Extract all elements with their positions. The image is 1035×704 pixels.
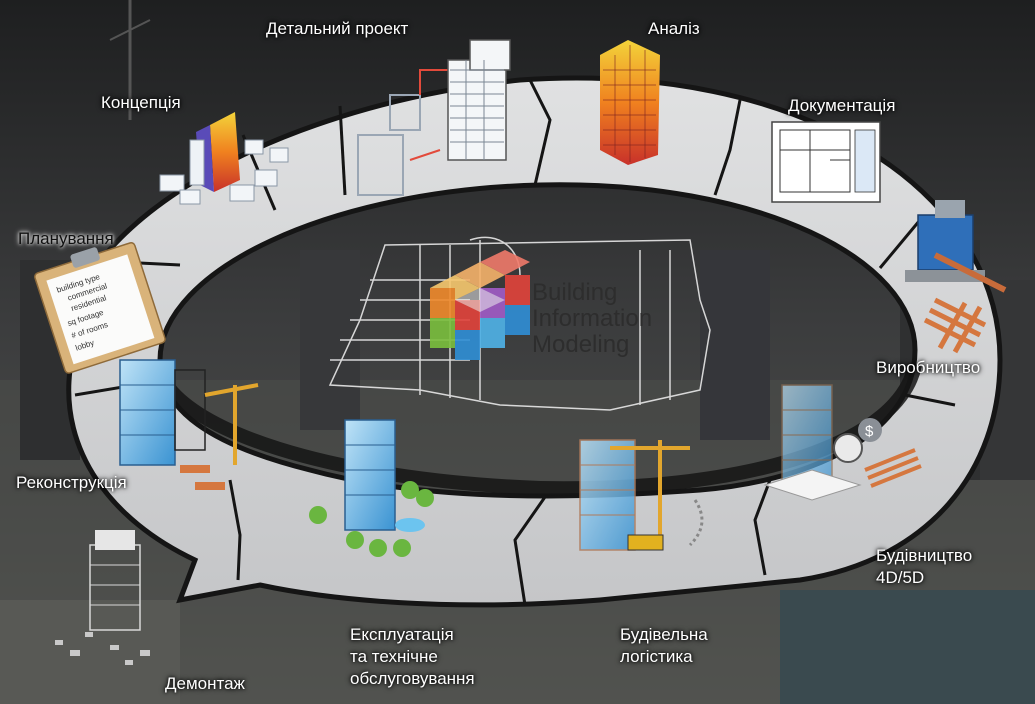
stage-label-analysis: Аналіз (648, 19, 700, 38)
planning-clipboard-icon (34, 242, 166, 374)
stage-label-planning: Планування (18, 229, 114, 248)
bim-cube-logo (430, 250, 530, 360)
center-title-line: Building (532, 279, 618, 306)
svg-text:$: $ (865, 423, 874, 440)
stage-label-fabrication: Виробництво (876, 358, 981, 377)
logistics-crane-icon (579, 439, 704, 551)
fabrication-machine-icon (905, 200, 1007, 354)
analysis-heatmap-icon (600, 40, 660, 165)
documentation-drawing-icon (771, 121, 881, 203)
center-title-line: Modeling (532, 331, 630, 358)
center-title: Building Information Modeling (532, 280, 652, 358)
renovation-icon (119, 359, 259, 490)
concept-massing-icon (159, 112, 289, 205)
operation-building-icon (309, 419, 434, 557)
stage-label-construction: Будівництво 4D/5D (876, 546, 973, 587)
stage-label-operation: Експлуатація та технічне обслуговування (350, 625, 475, 688)
construction-4d5d-icon: $ (763, 384, 922, 501)
stage-label-documentation: Документація (788, 96, 896, 115)
detailed-design-icon (357, 39, 511, 196)
demolition-icon (55, 530, 150, 665)
stage-label-demolition: Демонтаж (165, 674, 245, 693)
center-title-line: Information (532, 305, 653, 332)
stage-label-detailed-design: Детальний проект (266, 19, 409, 38)
stage-label-concept: Концепція (101, 93, 181, 112)
stage-label-renovation: Реконструкція (16, 473, 127, 492)
stage-label-logistics: Будівельна логістика (620, 625, 708, 666)
